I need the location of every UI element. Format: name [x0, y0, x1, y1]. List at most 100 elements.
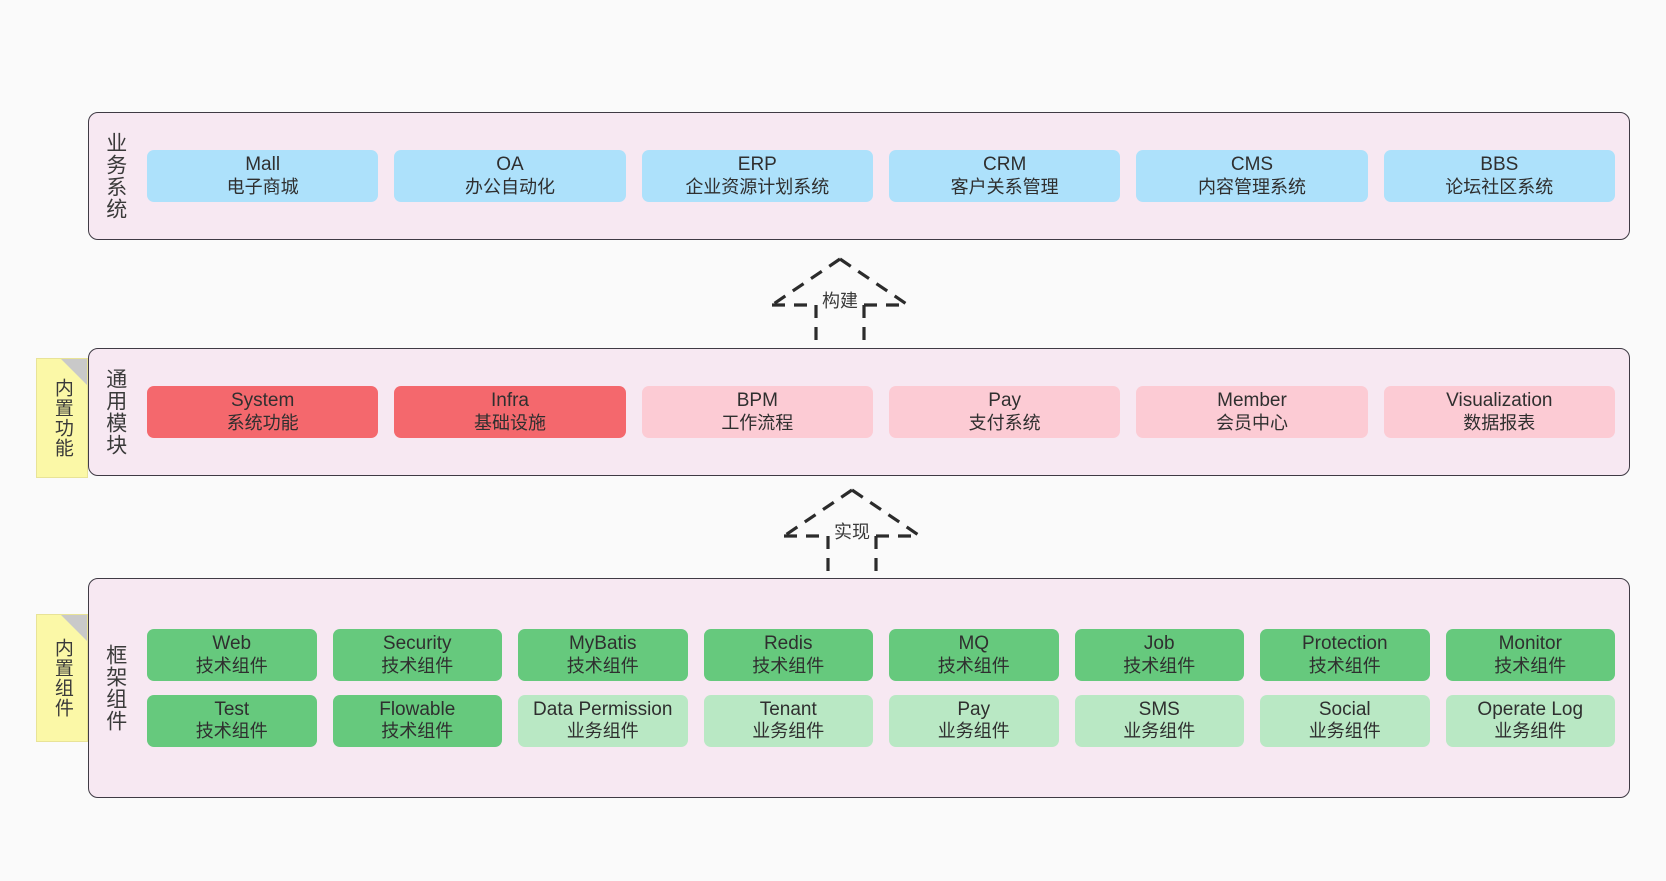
card-subtitle: 技术组件 — [195, 655, 268, 676]
card-subtitle: 业务组件 — [1123, 721, 1196, 742]
layer-business-systems: 业务系统 Mall 电子商城 OA 办公自动化 ERP 企业资源计划系统 CRM… — [88, 112, 1630, 240]
card-web[interactable]: Web 技术组件 — [147, 629, 317, 681]
card-subtitle: 业务组件 — [1308, 721, 1381, 742]
card-subtitle: 电子商城 — [226, 176, 299, 197]
framework-row-business: Test 技术组件 Flowable 技术组件 Data Permission … — [147, 695, 1615, 747]
card-subtitle: 技术组件 — [1308, 655, 1381, 676]
card-title: Monitor — [1498, 633, 1562, 655]
card-subtitle: 客户关系管理 — [950, 176, 1059, 197]
card-title: ERP — [737, 154, 777, 176]
card-pay[interactable]: Pay 支付系统 — [888, 386, 1121, 438]
card-title: System — [230, 390, 295, 412]
card-title: Operate Log — [1477, 699, 1584, 720]
layer-body-general-modules: System 系统功能 Infra 基础设施 BPM 工作流程 Pay 支付系统… — [141, 349, 1629, 475]
card-monitor[interactable]: Monitor 技术组件 — [1445, 629, 1615, 681]
card-subtitle: 系统功能 — [226, 412, 299, 433]
dashed-arrow-icon — [771, 257, 909, 345]
card-title: Member — [1217, 390, 1287, 412]
card-security[interactable]: Security 技术组件 — [332, 629, 502, 681]
card-subtitle: 技术组件 — [566, 655, 639, 676]
card-subtitle: 技术组件 — [381, 655, 454, 676]
card-mybatis[interactable]: MyBatis 技术组件 — [518, 629, 688, 681]
card-title: Tenant — [759, 699, 817, 720]
card-subtitle: 业务组件 — [566, 721, 639, 742]
card-subtitle: 业务组件 — [1494, 721, 1567, 742]
layer-framework-components: 框架组件 Web 技术组件 Security 技术组件 MyBatis 技术组件… — [88, 578, 1630, 798]
card-subtitle: 技术组件 — [381, 721, 454, 742]
card-operate-log[interactable]: Operate Log 业务组件 — [1445, 695, 1615, 747]
card-redis[interactable]: Redis 技术组件 — [703, 629, 873, 681]
card-bbs[interactable]: BBS 论坛社区系统 — [1383, 150, 1615, 202]
connector-build-arrow: 构建 — [760, 253, 920, 345]
connector-implement-arrow: 实现 — [772, 484, 932, 576]
layer-general-modules: 通用模块 System 系统功能 Infra 基础设施 BPM 工作流程 Pay… — [88, 348, 1630, 476]
card-title: BBS — [1480, 154, 1519, 176]
card-mall[interactable]: Mall 电子商城 — [147, 150, 379, 202]
card-title: Protection — [1301, 633, 1388, 655]
card-subtitle: 技术组件 — [1123, 655, 1196, 676]
card-title: Mall — [245, 154, 281, 176]
card-subtitle: 内容管理系统 — [1197, 176, 1306, 197]
framework-row-tech: Web 技术组件 Security 技术组件 MyBatis 技术组件 Redi… — [147, 629, 1615, 681]
note-built-in-components: 内置组件 — [36, 614, 88, 742]
card-infra[interactable]: Infra 基础设施 — [394, 386, 626, 438]
card-title: Pay — [957, 699, 991, 720]
card-title: Redis — [763, 633, 813, 655]
card-title: Infra — [490, 390, 529, 412]
card-oa[interactable]: OA 办公自动化 — [394, 150, 626, 202]
card-subtitle: 工作流程 — [721, 412, 794, 433]
note-built-in-functions: 内置功能 — [36, 358, 88, 478]
note-label: 内置组件 — [51, 638, 73, 718]
card-title: Pay — [988, 390, 1022, 412]
card-job[interactable]: Job 技术组件 — [1074, 629, 1244, 681]
card-visualization[interactable]: Visualization 数据报表 — [1383, 386, 1615, 438]
card-subtitle: 技术组件 — [195, 721, 268, 742]
card-title: BPM — [736, 390, 778, 412]
card-sms[interactable]: SMS 业务组件 — [1074, 695, 1244, 747]
card-test[interactable]: Test 技术组件 — [147, 695, 317, 747]
card-social[interactable]: Social 业务组件 — [1260, 695, 1430, 747]
card-protection[interactable]: Protection 技术组件 — [1260, 629, 1430, 681]
card-flowable[interactable]: Flowable 技术组件 — [332, 695, 502, 747]
card-data-permission[interactable]: Data Permission 业务组件 — [518, 695, 688, 747]
card-subtitle: 技术组件 — [1494, 655, 1567, 676]
card-subtitle: 会员中心 — [1215, 412, 1288, 433]
card-title: OA — [496, 154, 524, 176]
card-tenant[interactable]: Tenant 业务组件 — [703, 695, 873, 747]
note-label: 内置功能 — [51, 378, 73, 458]
card-subtitle: 业务组件 — [752, 721, 825, 742]
card-subtitle: 企业资源计划系统 — [685, 176, 830, 197]
card-title: Test — [214, 699, 250, 720]
card-title: Data Permission — [533, 699, 673, 720]
card-title: Social — [1318, 699, 1371, 720]
card-pay-business[interactable]: Pay 业务组件 — [889, 695, 1059, 747]
card-subtitle: 基础设施 — [473, 412, 546, 433]
dashed-arrow-icon — [783, 488, 921, 576]
card-subtitle: 办公自动化 — [464, 176, 555, 197]
card-system[interactable]: System 系统功能 — [147, 386, 379, 438]
card-title: Security — [382, 633, 452, 655]
card-crm[interactable]: CRM 客户关系管理 — [888, 150, 1121, 202]
card-cms[interactable]: CMS 内容管理系统 — [1136, 150, 1368, 202]
card-title: SMS — [1138, 699, 1180, 720]
card-subtitle: 技术组件 — [752, 655, 825, 676]
layer-body-business-systems: Mall 电子商城 OA 办公自动化 ERP 企业资源计划系统 CRM 客户关系… — [141, 113, 1629, 239]
card-title: CRM — [983, 154, 1027, 176]
page-fold-icon — [61, 615, 87, 641]
card-subtitle: 业务组件 — [937, 721, 1010, 742]
card-erp[interactable]: ERP 企业资源计划系统 — [641, 150, 873, 202]
card-title: Job — [1143, 633, 1175, 655]
card-title: MyBatis — [568, 633, 637, 655]
connector-implement-label: 实现 — [832, 518, 872, 544]
card-title: MQ — [958, 633, 990, 655]
page-fold-icon — [61, 359, 87, 385]
card-subtitle: 技术组件 — [937, 655, 1010, 676]
layer-title-framework-components: 框架组件 — [103, 644, 127, 732]
card-bpm[interactable]: BPM 工作流程 — [641, 386, 873, 438]
card-subtitle: 支付系统 — [968, 412, 1041, 433]
connector-build-label: 构建 — [820, 287, 860, 313]
card-mq[interactable]: MQ 技术组件 — [889, 629, 1059, 681]
card-subtitle: 数据报表 — [1463, 412, 1536, 433]
card-member[interactable]: Member 会员中心 — [1136, 386, 1368, 438]
